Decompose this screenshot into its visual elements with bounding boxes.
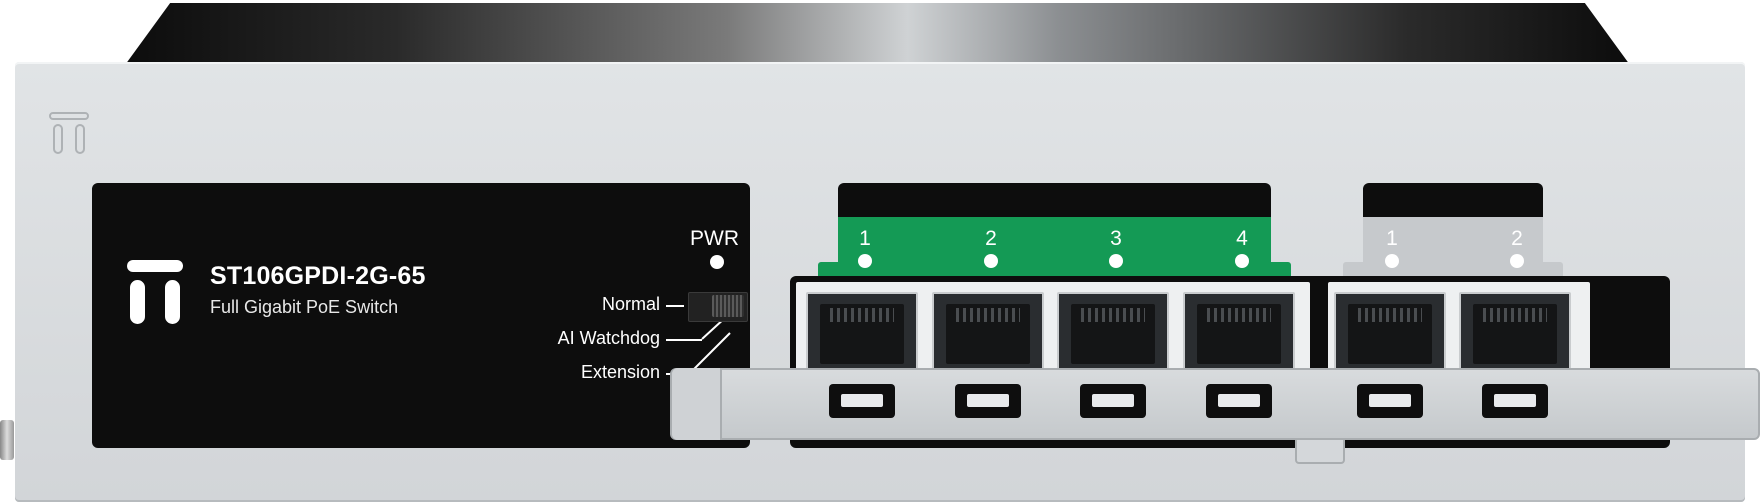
poe-port-number: 1 bbox=[859, 227, 871, 250]
rj45-port-poe-1[interactable] bbox=[806, 292, 918, 378]
model-name: ST106GPDI-2G-65 bbox=[210, 262, 426, 290]
mode-switch-knob[interactable] bbox=[712, 295, 744, 317]
cable-clip[interactable] bbox=[829, 384, 895, 418]
rj45-port-uplink-2[interactable] bbox=[1459, 292, 1571, 378]
rj45-port-poe-4[interactable] bbox=[1183, 292, 1295, 378]
mode-label-normal: Normal bbox=[601, 294, 660, 314]
bracket-tab bbox=[1295, 438, 1345, 464]
poe-port-number: 4 bbox=[1236, 227, 1248, 250]
rj45-port-poe-3[interactable] bbox=[1057, 292, 1169, 378]
mode-leader-diagonals bbox=[690, 316, 731, 374]
cable-clip[interactable] bbox=[1080, 384, 1146, 418]
poe-port-number: 3 bbox=[1110, 227, 1122, 250]
uplink-port-number: 1 bbox=[1386, 227, 1398, 250]
brand-logo-icon bbox=[127, 260, 183, 324]
poe-port-led bbox=[984, 254, 998, 268]
poe-port-led bbox=[858, 254, 872, 268]
mode-label-extension: Extension bbox=[580, 362, 660, 382]
rj45-port-uplink-1[interactable] bbox=[1334, 292, 1446, 378]
cable-clip[interactable] bbox=[1357, 384, 1423, 418]
label-panel bbox=[92, 183, 750, 448]
mode-label-ai-watchdog: AI Watchdog bbox=[557, 328, 660, 348]
bracket-end-cap bbox=[672, 368, 722, 440]
poe-port-number: 2 bbox=[985, 227, 997, 250]
uplink-port-number: 2 bbox=[1511, 227, 1523, 250]
power-led bbox=[710, 255, 724, 269]
uplink-label-strip bbox=[1363, 183, 1543, 219]
uplink-port-led bbox=[1385, 254, 1399, 268]
cable-clip[interactable] bbox=[1482, 384, 1548, 418]
poe-label-strip bbox=[838, 183, 1271, 219]
corner-logo-icon bbox=[49, 112, 89, 154]
cable-clip[interactable] bbox=[1206, 384, 1272, 418]
cable-clip[interactable] bbox=[955, 384, 1021, 418]
side-knob bbox=[0, 420, 14, 460]
top-cover bbox=[125, 3, 1630, 65]
model-description: Full Gigabit PoE Switch bbox=[210, 297, 399, 317]
uplink-label-strip-grey bbox=[1363, 217, 1543, 279]
poe-port-led bbox=[1109, 254, 1123, 268]
poe-label-strip-green bbox=[838, 217, 1271, 279]
uplink-port-led bbox=[1510, 254, 1524, 268]
poe-port-led bbox=[1235, 254, 1249, 268]
rj45-port-poe-2[interactable] bbox=[932, 292, 1044, 378]
power-label: PWR bbox=[690, 227, 739, 250]
mode-leader-line bbox=[666, 339, 702, 341]
mode-leader-line bbox=[666, 305, 684, 307]
